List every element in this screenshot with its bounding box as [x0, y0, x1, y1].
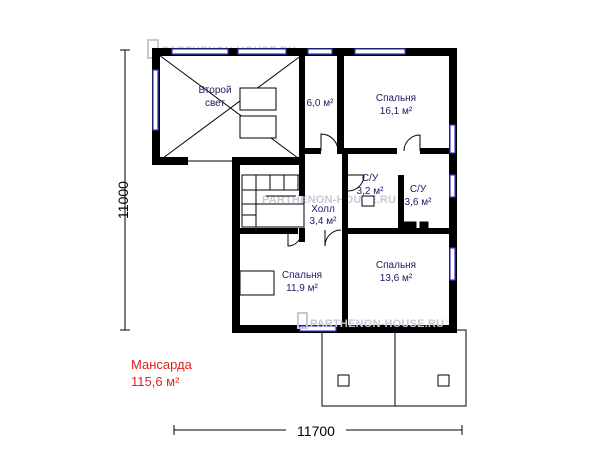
- width-dimension-label: 11700: [297, 423, 335, 439]
- floor-area: 115,6 м²: [131, 374, 180, 389]
- sink-bath-1: [361, 195, 375, 207]
- bedroom-2-area: 13,6 м²: [380, 273, 413, 284]
- room-labels: Второй свет 6,0 м² Спальня 16,1 м² С/У 3…: [198, 85, 432, 294]
- height-dimension: [120, 49, 130, 331]
- porch-post-right: [437, 374, 450, 387]
- chandelier-box-1: [239, 87, 277, 111]
- bath-2-name: С/У: [410, 184, 427, 195]
- floor-title: Мансарда: [131, 357, 192, 372]
- porch-post-left: [337, 374, 350, 387]
- interior-walls: [240, 48, 450, 325]
- second-light-void: [158, 54, 303, 162]
- second-light-line2: свет: [205, 98, 225, 109]
- watermark-bottom-text: PARTHENON-HOUSE.RU: [310, 318, 444, 330]
- bath-1-name: С/У: [362, 173, 379, 184]
- bedroom-1-area: 16,1 м²: [380, 106, 413, 117]
- watermark-bottom: PARTHENON-HOUSE.RU: [297, 312, 444, 330]
- hall-area: 3,4 м²: [310, 216, 338, 227]
- width-dimension-label-bg: [286, 422, 346, 438]
- bedroom-3-name: Спальня: [282, 270, 322, 281]
- height-dimension-label: 11000: [115, 181, 131, 219]
- bedroom-2-name: Спальня: [376, 260, 416, 271]
- fixture-bath-2b: [419, 221, 429, 229]
- porch-outline: [321, 329, 467, 407]
- chandelier-box-2: [239, 115, 277, 139]
- bedroom-1-name: Спальня: [376, 93, 416, 104]
- bed-bedroom-3: [239, 270, 275, 296]
- hall-name: Холл: [311, 204, 335, 215]
- second-light-line1: Второй: [198, 85, 231, 96]
- fixture-bath-2: [401, 221, 417, 229]
- windows: [152, 48, 456, 332]
- room-6-area: 6,0 м²: [307, 98, 335, 109]
- fixtures: [239, 195, 429, 296]
- staircase: [241, 174, 305, 228]
- doors: [287, 133, 421, 247]
- floor-summary: Мансарда 115,6 м²: [131, 356, 192, 390]
- bath-1-area: 3,2 м²: [357, 186, 385, 197]
- bath-2-area: 3,6 м²: [405, 197, 433, 208]
- bedroom-3-area: 11,9 м²: [286, 283, 318, 294]
